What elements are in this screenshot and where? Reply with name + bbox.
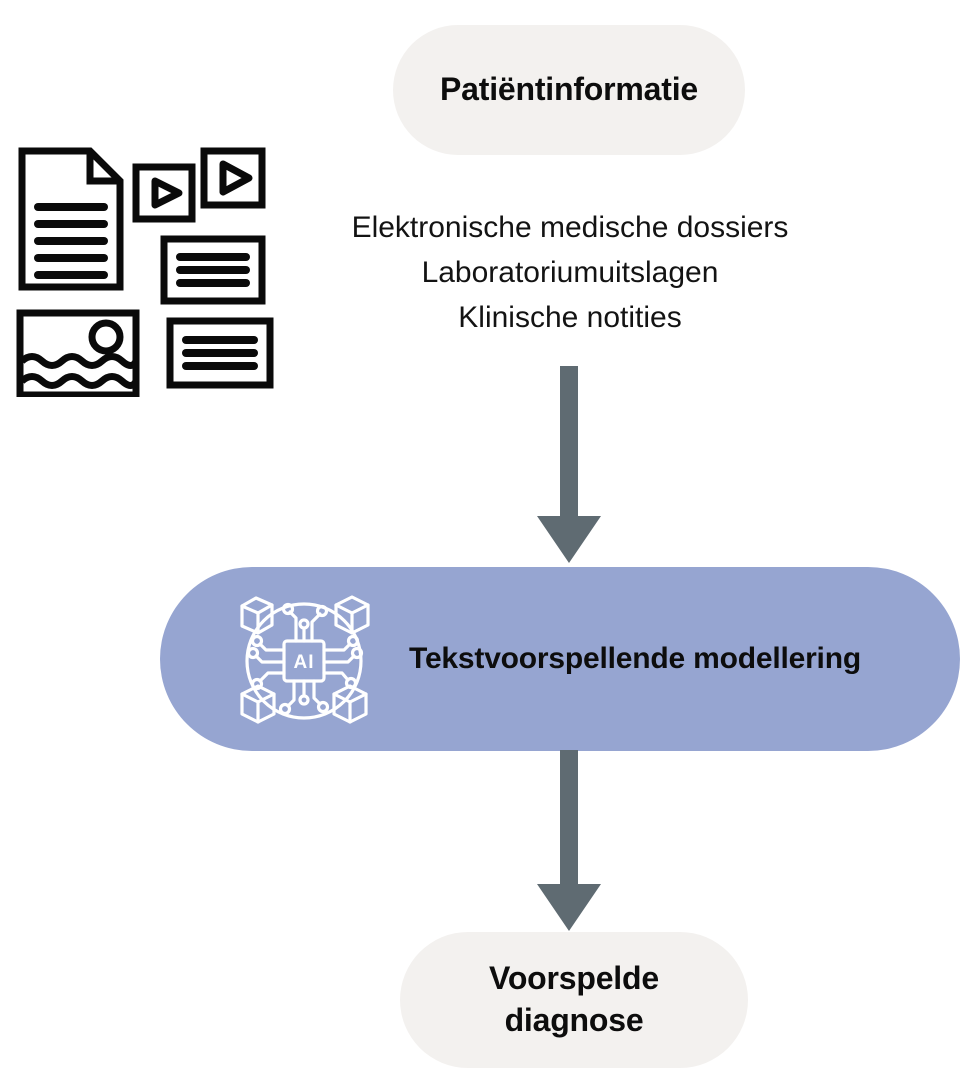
svg-text:AI: AI xyxy=(294,652,315,673)
patient-information-box: Patiëntinformatie xyxy=(393,25,745,155)
cube-bottom-left xyxy=(240,684,276,724)
arrow-down-to-diagnosis xyxy=(533,750,605,932)
arrow-down-to-model xyxy=(533,366,605,564)
text-predictive-modelling-label: Tekstvoorspellende modellering xyxy=(409,641,861,675)
ai-circuit-chip-svg: AI xyxy=(240,595,370,724)
cube-bottom-right xyxy=(332,684,368,724)
cube-top-left xyxy=(240,596,274,635)
text-block-icon-lower xyxy=(166,317,274,389)
source-icons-cluster xyxy=(16,145,278,397)
predicted-diagnosis-label: Voorspelde diagnose xyxy=(489,958,659,1041)
video-play-icon-small xyxy=(132,163,196,223)
patient-information-label: Patiëntinformatie xyxy=(440,71,698,108)
predicted-diagnosis-line-1: Voorspelde xyxy=(489,960,659,997)
document-icon xyxy=(18,147,124,291)
text-predictive-modelling-box: Tekstvoorspellende modellering xyxy=(160,567,960,751)
source-list: Elektronische medische dossiers Laborato… xyxy=(286,205,854,340)
source-line-3: Klinische notities xyxy=(458,301,682,334)
text-block-icon-upper xyxy=(160,235,266,305)
source-line-2: Laboratoriumuitslagen xyxy=(421,256,719,289)
source-line-1: Elektronische medische dossiers xyxy=(351,211,789,244)
predicted-diagnosis-box: Voorspelde diagnose xyxy=(400,932,748,1068)
video-play-icon-large xyxy=(200,147,266,209)
arrow-down-icon xyxy=(537,366,601,563)
source-icons-svg xyxy=(16,147,274,397)
image-photo-icon xyxy=(16,309,140,397)
cube-top-right xyxy=(334,595,370,635)
predicted-diagnosis-line-2: diagnose xyxy=(504,1002,644,1038)
ai-circuit-chip-icon: AI xyxy=(228,588,380,734)
arrow-down-icon xyxy=(537,750,601,931)
